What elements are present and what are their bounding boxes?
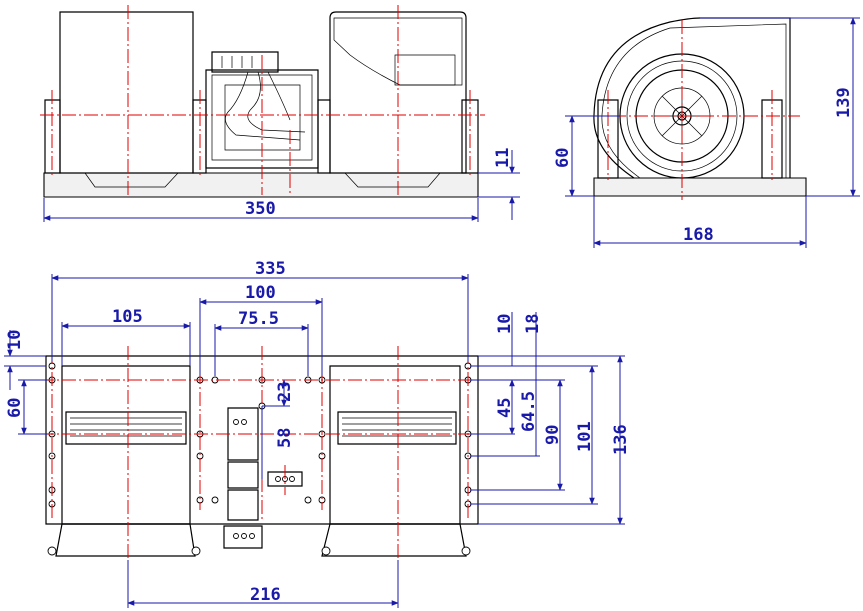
bottom-overall-length-dimension: 335 [255, 259, 286, 279]
bottom-right-dim-64-5: 64.5 [519, 391, 539, 432]
bottom-motor-hole-offset-dimension: 23 [275, 382, 295, 402]
front-right-housing [329, 11, 467, 174]
bottom-right-dim-90: 90 [543, 425, 563, 445]
bottom-left-edge-offset-dimension: 10 [5, 330, 25, 350]
front-motor [205, 69, 319, 169]
side-depth-dimension: 168 [683, 225, 714, 245]
front-base-height-dimension: 11 [493, 148, 513, 168]
bottom-right-dim-101: 101 [575, 421, 595, 452]
bottom-motor-bracket-dimension: 58 [275, 428, 295, 448]
side-view: 139 60 168 [553, 17, 860, 248]
bottom-left-hole-depth-dimension: 60 [5, 398, 25, 418]
bottom-motor-bracket [227, 407, 259, 461]
bottom-motor-hole-spacing-dimension: 75.5 [238, 309, 279, 329]
bottom-outlet-spacing-dimension: 216 [250, 585, 281, 605]
bottom-left-housing [61, 365, 191, 525]
front-left-housing [59, 11, 194, 174]
bottom-mount-holes [47, 362, 472, 556]
side-height-dimension: 139 [834, 87, 854, 118]
front-base-plate [43, 172, 479, 198]
bottom-right-offset-a-dimension: 10 [495, 314, 515, 334]
bottom-right-offset-b-dimension: 18 [523, 314, 543, 334]
bottom-right-dim-45: 45 [495, 398, 515, 418]
bottom-right-housing [329, 365, 461, 525]
front-width-dimension: 350 [245, 199, 276, 219]
side-scroll-housing [593, 17, 791, 179]
side-base-plate [593, 177, 807, 197]
bottom-inner-hole-spacing-dimension: 100 [245, 283, 276, 303]
bottom-view: 335 100 105 75.5 10 60 23 58 [4, 259, 631, 608]
bottom-overall-depth-dimension: 136 [611, 424, 631, 455]
side-shaft-height-dimension: 60 [553, 148, 573, 168]
bottom-housing-width-dimension: 105 [112, 307, 143, 327]
front-view: 350 11 [40, 5, 520, 222]
front-terminal-block [211, 51, 279, 73]
